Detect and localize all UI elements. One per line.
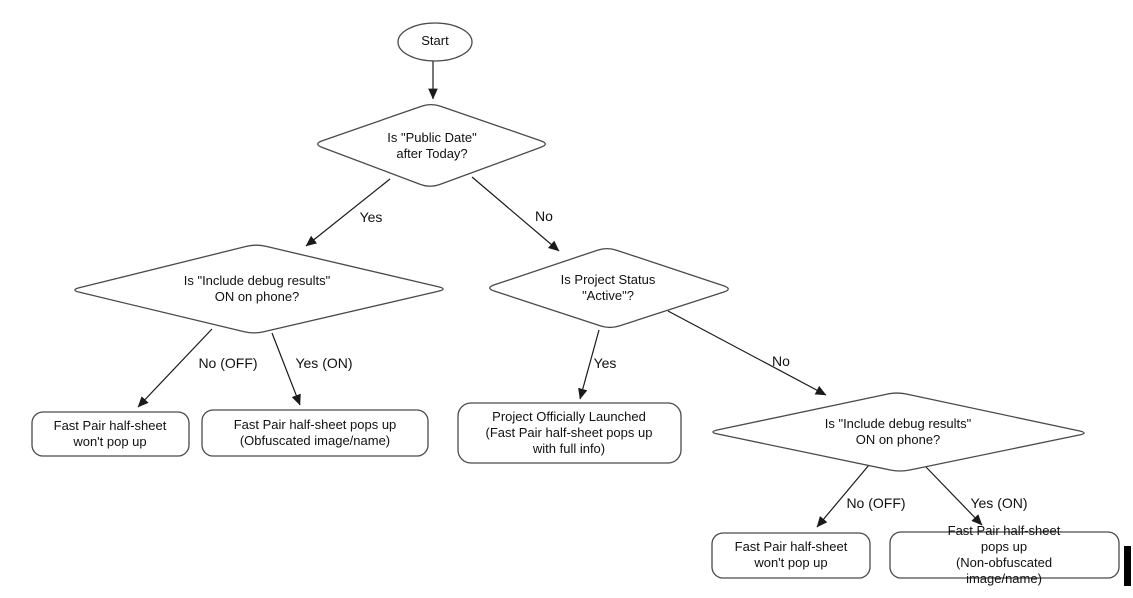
result-no-popup-left-shape — [31, 411, 190, 457]
result-no-popup-right-shape — [711, 532, 871, 579]
edge-label-debug-right-yes: Yes (ON) — [970, 495, 1028, 511]
result-obfuscated-label: Fast Pair half-sheet pops up (Obfuscated… — [233, 417, 397, 448]
decision-debug-right-label: Is "Include debug results" ON on phone? — [824, 416, 972, 447]
decision-project-status-label: Is Project Status "Active"? — [560, 272, 656, 303]
arrow-debug-right-no — [816, 464, 870, 528]
edge-label-debug-right-no: No (OFF) — [846, 495, 906, 511]
text-cursor-artifact — [1124, 546, 1131, 586]
edge-label-public-date-no: No — [535, 208, 553, 224]
result-obfuscated-shape — [201, 409, 429, 457]
arrow-debug-left-yes — [271, 332, 301, 406]
edge-label-project-status-no: No — [772, 353, 790, 369]
arrow-debug-right-yes — [925, 466, 983, 526]
result-launched-label: Project Officially Launched (Fast Pair h… — [485, 409, 653, 456]
edge-label-public-date-yes: Yes — [359, 209, 383, 225]
decision-debug-left-label: Is "Include debug results" ON on phone? — [183, 273, 331, 304]
result-no-popup-right-label: Fast Pair half-sheet won't pop up — [734, 539, 848, 570]
result-non-obfuscated-shape — [889, 531, 1120, 579]
decision-public-date-label: Is "Public Date" after Today? — [387, 130, 477, 161]
edge-label-debug-left-yes: Yes (ON) — [295, 355, 353, 371]
decision-public-date-shape — [317, 104, 546, 187]
result-non-obfuscated-label: Fast Pair half-sheet pops up (Non-obfusc… — [947, 523, 1061, 586]
decision-debug-right-shape — [712, 392, 1085, 472]
start-label: Start — [421, 33, 449, 48]
start-terminal-shape — [397, 22, 473, 62]
arrow-public-date-yes — [305, 178, 391, 247]
arrow-project-status-yes — [578, 329, 600, 400]
edge-label-debug-left-no: No (OFF) — [198, 355, 258, 371]
decision-project-status-shape — [489, 247, 729, 329]
arrow-debug-left-no — [137, 328, 213, 408]
result-no-popup-left-label: Fast Pair half-sheet won't pop up — [53, 418, 167, 449]
decision-debug-left-shape — [74, 244, 444, 334]
arrow-public-date-no — [471, 176, 560, 252]
result-launched-shape — [457, 402, 682, 464]
edge-label-project-status-yes: Yes — [593, 355, 617, 371]
arrow-project-status-no — [667, 310, 827, 396]
